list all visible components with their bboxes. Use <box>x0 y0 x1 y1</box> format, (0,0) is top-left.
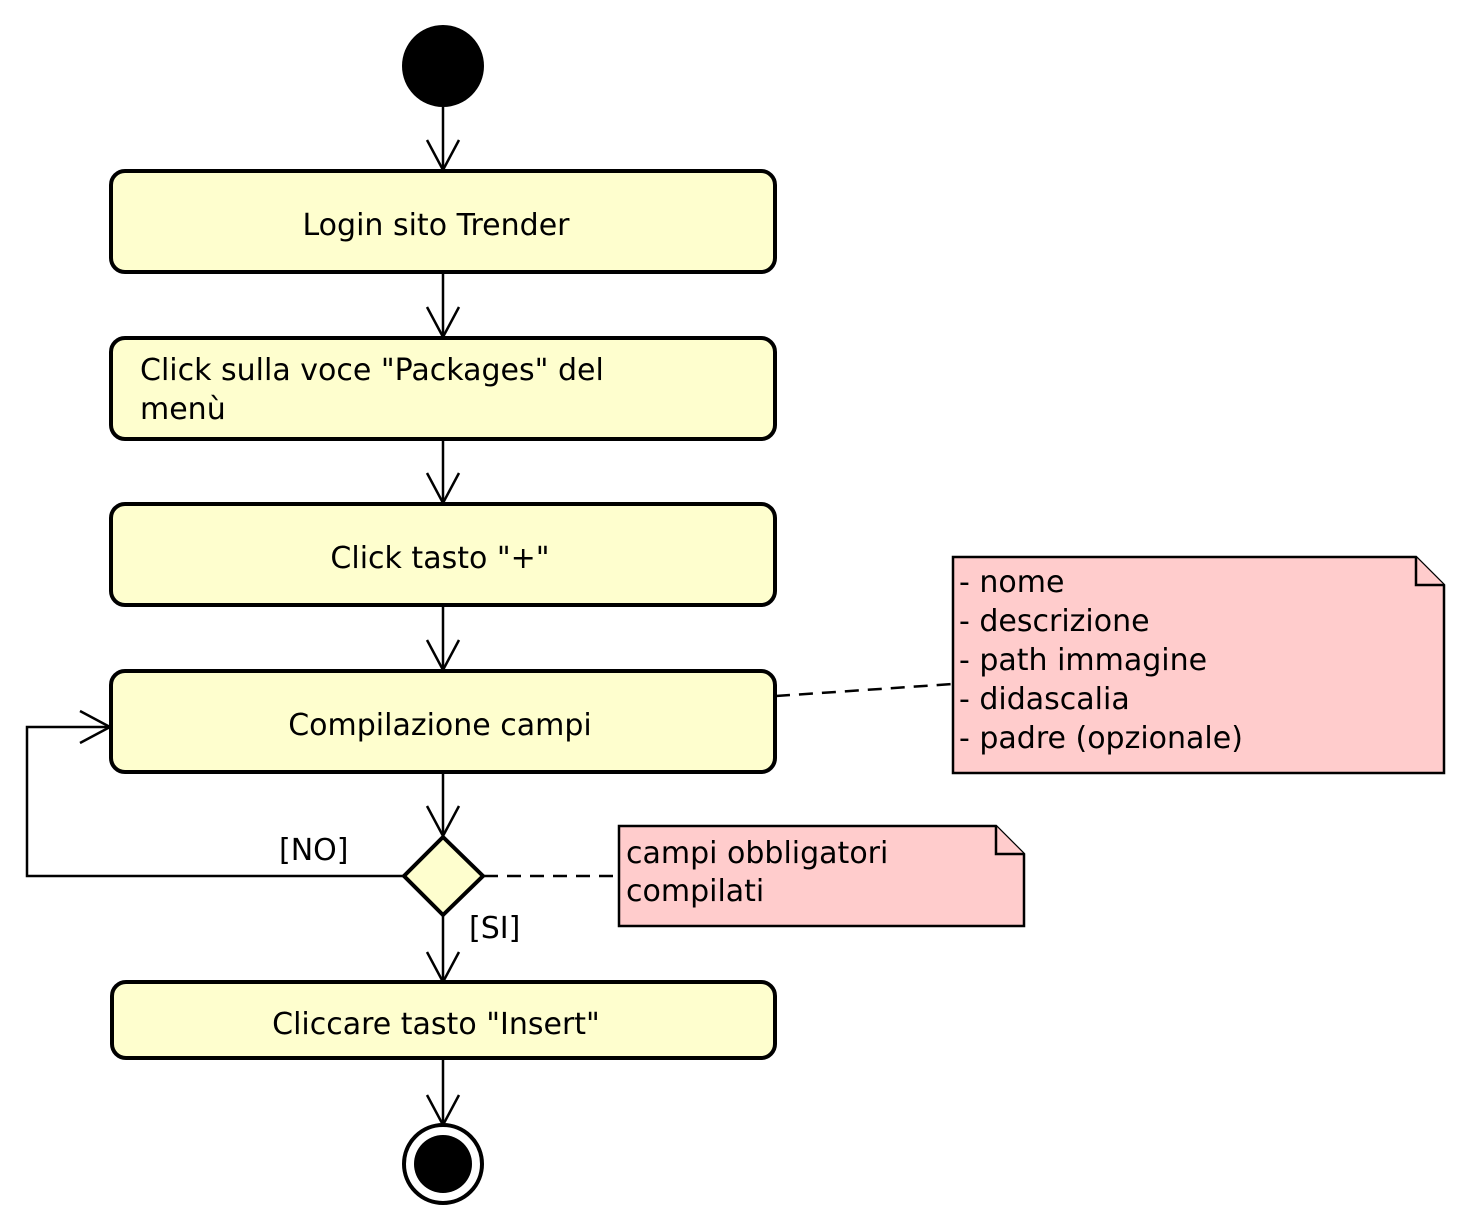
edge-insert-to-end <box>425 1058 461 1128</box>
edge-plus-to-compile <box>425 605 461 673</box>
note-condition-line: campi obbligatori <box>626 836 888 871</box>
activity-compile-box <box>109 669 777 774</box>
edge-login-to-packages <box>425 272 461 340</box>
activity-login-label: Login sito Trender <box>303 208 571 243</box>
note-fields-line: - didascalia <box>959 682 1130 717</box>
guard-no-label: [NO] <box>279 833 348 868</box>
note-fields-line: - nome <box>959 565 1064 600</box>
activity-packages-label-line2: menù <box>140 392 226 427</box>
activity-packages-box <box>109 336 777 441</box>
edge-compile-to-decision <box>425 772 461 839</box>
activity-plus-label: Click tasto "+" <box>330 541 549 576</box>
edge-decision-to-insert <box>425 914 461 985</box>
note-fields-line: - descrizione <box>959 604 1150 639</box>
activity-plus-box <box>109 502 777 607</box>
activity-insert-label: Cliccare tasto "Insert" <box>272 1007 600 1042</box>
activity-compile-label: Compilazione campi <box>288 708 592 743</box>
note-condition: campi obbligatori compilati <box>617 824 1026 928</box>
note-fields: - nome - descrizione - path immagine - d… <box>951 555 1446 775</box>
activity-login-box <box>109 169 777 274</box>
note-fields-line: - path immagine <box>959 643 1207 678</box>
note-fields-line: - padre (opzionale) <box>959 721 1243 756</box>
activity-insert-box <box>110 980 777 1060</box>
guard-yes-label: [SI] <box>469 911 520 946</box>
edge-start-to-login <box>425 107 461 173</box>
decision-node <box>401 834 486 918</box>
note-fields-connector <box>775 682 954 698</box>
activity-packages-label-line1: Click sulla voce "Packages" del <box>140 353 604 388</box>
note-condition-line: compilati <box>626 874 764 909</box>
start-node <box>402 25 484 107</box>
edge-packages-to-plus <box>425 439 461 506</box>
end-node-inner <box>414 1135 472 1193</box>
